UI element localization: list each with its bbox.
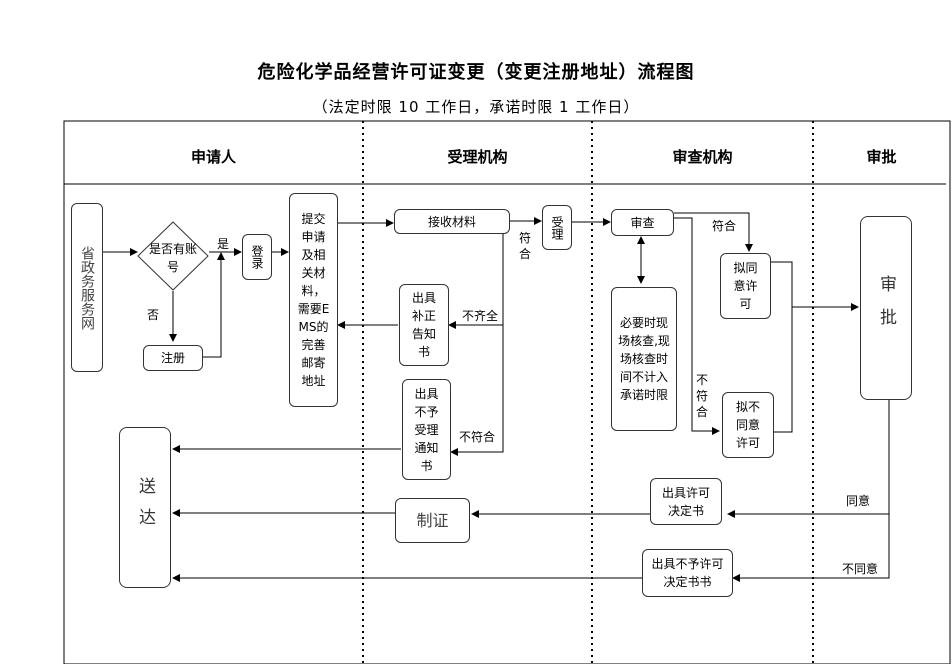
propose-approve-box: 拟同意许可 <box>720 253 771 319</box>
register-box: 注册 <box>143 345 203 371</box>
has-account-diamond <box>137 221 209 291</box>
supplement-notice-box: 出具补正告知书 <box>399 284 449 366</box>
lane-acceptance: 受理机构 <box>447 148 508 166</box>
page-title: 危险化学品经营许可证变更（变更注册地址）流程图 <box>257 62 695 83</box>
edge-label-conform-review: 符合 <box>712 219 737 233</box>
review-box: 审查 <box>611 209 674 236</box>
receive-materials-box: 接收材料 <box>394 209 510 234</box>
edge-label-nonconform-review: 不符合 <box>695 373 708 419</box>
edge-label-conform-accept: 符合 <box>518 231 531 261</box>
lane-approval: 审批 <box>866 148 897 166</box>
table-frame <box>63 120 951 664</box>
gov-service-box: 省政务服务网 <box>71 203 103 372</box>
edge-label-yes: 是 <box>217 237 230 251</box>
reject-notice-box: 出具不予受理通知书 <box>402 379 451 480</box>
approval-box: 审批 <box>860 216 912 400</box>
accept-box: 受理 <box>542 205 572 250</box>
make-certificate-box: 制证 <box>395 498 470 543</box>
edge-label-agree: 同意 <box>846 494 871 508</box>
submit-materials-box: 提交申请及相关材料，需要EMS的完善邮寄地址 <box>289 193 338 407</box>
deliver-box: 送达 <box>119 427 171 588</box>
edge-label-incomplete: 不齐全 <box>462 309 499 323</box>
edge-label-disagree: 不同意 <box>842 562 879 576</box>
lane-review: 审查机构 <box>672 148 733 166</box>
login-box: 登录 <box>242 234 272 280</box>
page-subtitle: （法定时限 10 工作日，承诺时限 1 工作日） <box>312 98 640 116</box>
edge-label-no: 否 <box>147 308 160 322</box>
has-account-label: 是否有账号 <box>148 242 197 274</box>
issue-deny-box: 出具不予许可决定书书 <box>642 549 733 597</box>
site-check-box: 必要时现场核查,现场核查时间不计入承诺时限 <box>611 287 677 431</box>
issue-permit-box: 出具许可决定书 <box>650 478 722 525</box>
edge-label-nonconform-accept: 不符合 <box>459 430 496 444</box>
lane-applicant: 申请人 <box>190 148 236 166</box>
propose-deny-box: 拟不同意许可 <box>722 392 774 458</box>
